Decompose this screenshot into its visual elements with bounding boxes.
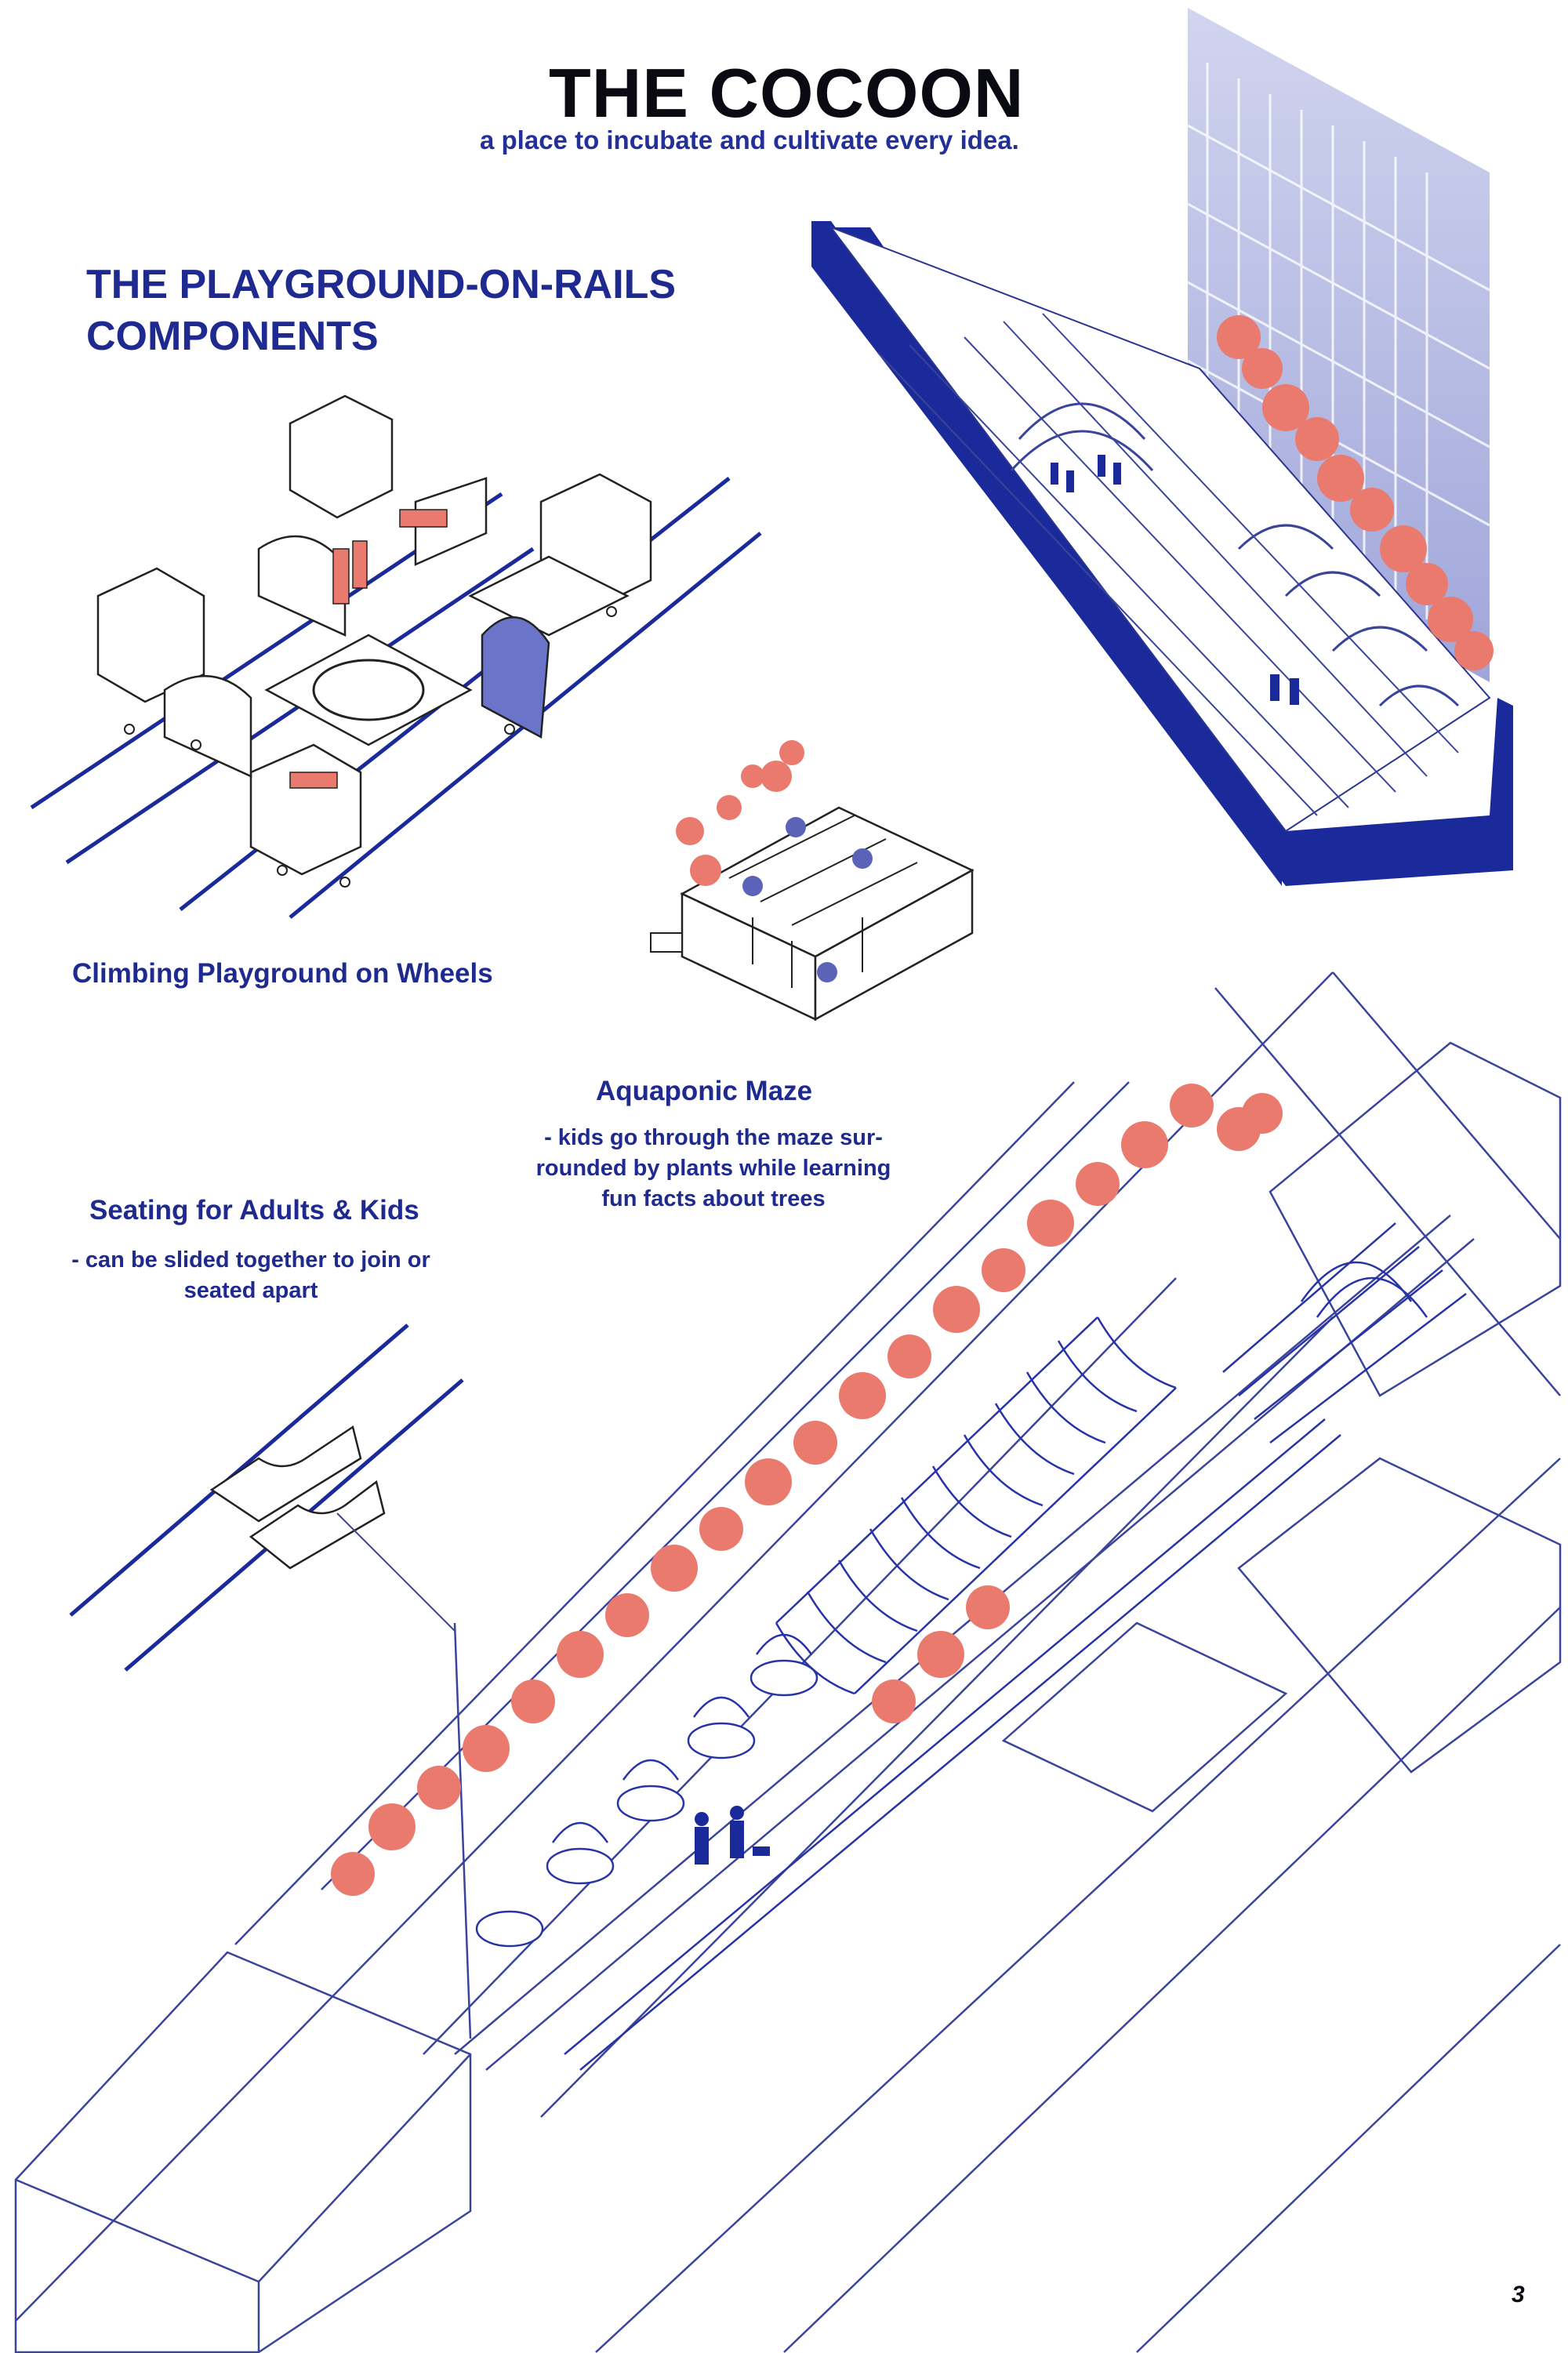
people-figures [695, 1806, 770, 1865]
blue-arch-pod [481, 616, 550, 739]
aquaponic-maze-note: - kids go through the maze sur- rounded … [517, 1123, 909, 1215]
aquaponic-maze-note-line3: fun facts about trees [601, 1186, 826, 1211]
section-heading-line2: COMPONENTS [86, 314, 379, 359]
site-axonometric [14, 971, 1562, 2353]
station-concourse [829, 225, 1491, 833]
aquaponic-maze-note-line1: - kids go through the maze sur- [544, 1125, 883, 1150]
poster-subtitle: a place to incubate and cultivate every … [480, 125, 1019, 154]
seating-label: Seating for Adults & Kids [89, 1195, 419, 1226]
seating-drawing [69, 1324, 464, 1672]
seating-note-line1: - can be slided together to join or [71, 1247, 430, 1273]
page-number: 3 [1512, 2282, 1525, 2308]
poster-title: THE COCOON [549, 54, 1025, 132]
section-heading-line1: THE PLAYGROUND-ON-RAILS [86, 262, 677, 307]
tree-row [331, 1084, 1283, 1896]
climbing-playground-label: Climbing Playground on Wheels [72, 958, 493, 989]
station-axonometric [811, 8, 1513, 886]
playground-components-drawing [30, 394, 762, 919]
aquaponic-maze-label: Aquaponic Maze [596, 1076, 813, 1106]
turntable-ring [312, 659, 425, 721]
section-heading: THE PLAYGROUND-ON-RAILS COMPONENTS [86, 259, 792, 362]
seating-note-line2: seated apart [183, 1278, 318, 1303]
canopy-pergola [564, 1222, 1467, 2071]
seating-note: - can be slided together to join or seat… [47, 1245, 455, 1306]
aquaponic-maze-note-line2: rounded by plants while learning [535, 1156, 891, 1181]
aquaponic-maze-drawing [650, 740, 975, 1022]
